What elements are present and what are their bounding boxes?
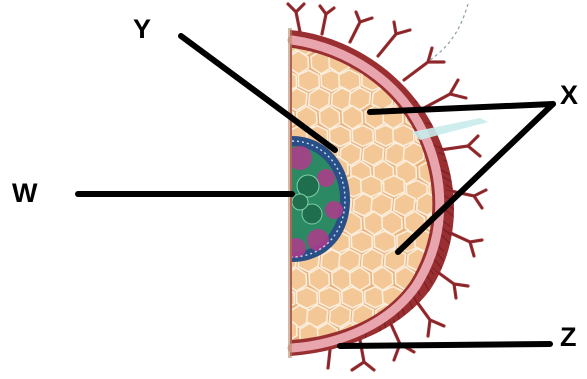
phloem-patch	[317, 169, 335, 187]
tissue-stroke	[302, 24, 311, 31]
label-z: Z	[560, 324, 577, 351]
tissue-stroke	[362, 40, 375, 43]
cortex-cell	[438, 304, 459, 326]
cortex-cell	[428, 286, 449, 307]
cortex-cell	[404, 32, 425, 54]
tissue-stroke	[304, 360, 311, 369]
label-w: W	[12, 180, 37, 207]
tissue-stroke	[324, 29, 335, 35]
cortex-cell	[404, 322, 424, 345]
tissue-stroke	[382, 55, 396, 56]
label-y: Y	[133, 16, 151, 43]
cortex-cell	[298, 70, 319, 91]
tissue-stroke	[427, 112, 442, 116]
cortex-cell	[352, 125, 373, 146]
cortex-cell	[407, 69, 428, 90]
root-hair	[440, 136, 480, 156]
tissue-stroke	[336, 350, 340, 360]
root-hair	[350, 12, 372, 42]
cortex-cell	[383, 176, 404, 197]
tissue-stroke	[312, 356, 318, 365]
xylem-vessel	[292, 194, 308, 210]
tissue-stroke	[319, 351, 324, 360]
phloem-patch	[325, 201, 343, 219]
cortex-cell	[351, 231, 372, 252]
tissue-stroke	[408, 87, 423, 89]
tissue-stroke	[341, 29, 353, 34]
root-hair	[424, 80, 466, 108]
tissue-stroke	[332, 29, 343, 34]
tissue-stroke	[366, 50, 380, 53]
cortex-cell	[275, 71, 296, 92]
label-x: X	[560, 82, 578, 109]
tissue-stroke	[400, 83, 415, 84]
root-hair	[288, 4, 304, 32]
root-hair	[390, 322, 414, 360]
cortex-cell	[374, 231, 395, 252]
cortex-cell	[425, 69, 446, 90]
faint-dashed-streak	[430, 4, 468, 60]
tissue-stroke	[354, 39, 367, 43]
cortex-cell	[319, 287, 340, 308]
tissue-stroke	[415, 91, 430, 93]
cortex-cell	[342, 287, 363, 308]
tissue-stroke	[310, 23, 320, 30]
cortex-cell	[397, 50, 417, 73]
pointer-line-z	[340, 344, 550, 346]
cortex-cell	[381, 32, 402, 54]
tissue-stroke	[384, 65, 398, 66]
cortex-cell	[329, 126, 350, 147]
root-hair	[320, 6, 334, 34]
